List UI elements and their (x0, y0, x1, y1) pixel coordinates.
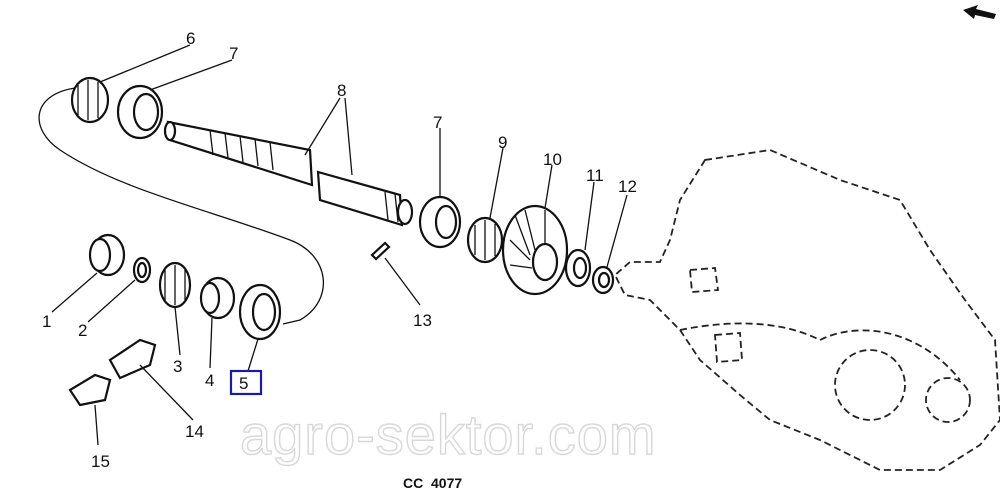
ring-2 (132, 256, 152, 284)
callout-10: 10 (543, 150, 562, 169)
housing-bore-small (925, 377, 971, 423)
gearbox-housing (613, 149, 1000, 471)
callout-7b: 7 (433, 113, 442, 132)
arrow-icon (963, 5, 996, 19)
shaft (163, 120, 414, 227)
callout-9: 9 (498, 133, 507, 152)
chain-link-15 (68, 373, 112, 407)
nut-12 (591, 265, 615, 295)
callout-1: 1 (42, 312, 51, 331)
sprocket-3 (158, 261, 192, 309)
callout-13: 13 (413, 311, 432, 330)
callout-7: 7 (229, 44, 238, 63)
callout-11: 11 (586, 166, 604, 185)
bearing-6 (70, 76, 110, 124)
race-4 (199, 276, 236, 320)
callout-5: 5 (239, 374, 248, 393)
gear-10 (501, 204, 569, 296)
highlight-box (229, 369, 263, 396)
watermark: agro-sektor.com (240, 403, 657, 466)
washer-11 (564, 248, 592, 288)
seal-5 (238, 283, 282, 341)
race-7b (418, 195, 462, 249)
race-7 (116, 84, 164, 140)
race-1 (88, 233, 126, 277)
leader-lines (51, 44, 628, 446)
housing-detail (679, 322, 961, 381)
callout-4: 4 (205, 371, 214, 390)
callout-15: 15 (91, 452, 110, 471)
housing-bore (834, 349, 906, 421)
callout-14: 14 (185, 422, 204, 441)
callout-2: 2 (78, 321, 87, 340)
bearing-9 (466, 216, 504, 264)
housing-bosses (689, 267, 743, 363)
callout-8: 8 (337, 81, 346, 100)
assembly-loop (38, 87, 324, 325)
chain-link-14 (108, 338, 157, 380)
callout-12: 12 (618, 177, 637, 196)
callout-3: 3 (173, 357, 182, 376)
drawing-code: CC 4077 (403, 475, 462, 491)
key-13 (370, 241, 391, 261)
callout-6: 6 (186, 29, 195, 48)
